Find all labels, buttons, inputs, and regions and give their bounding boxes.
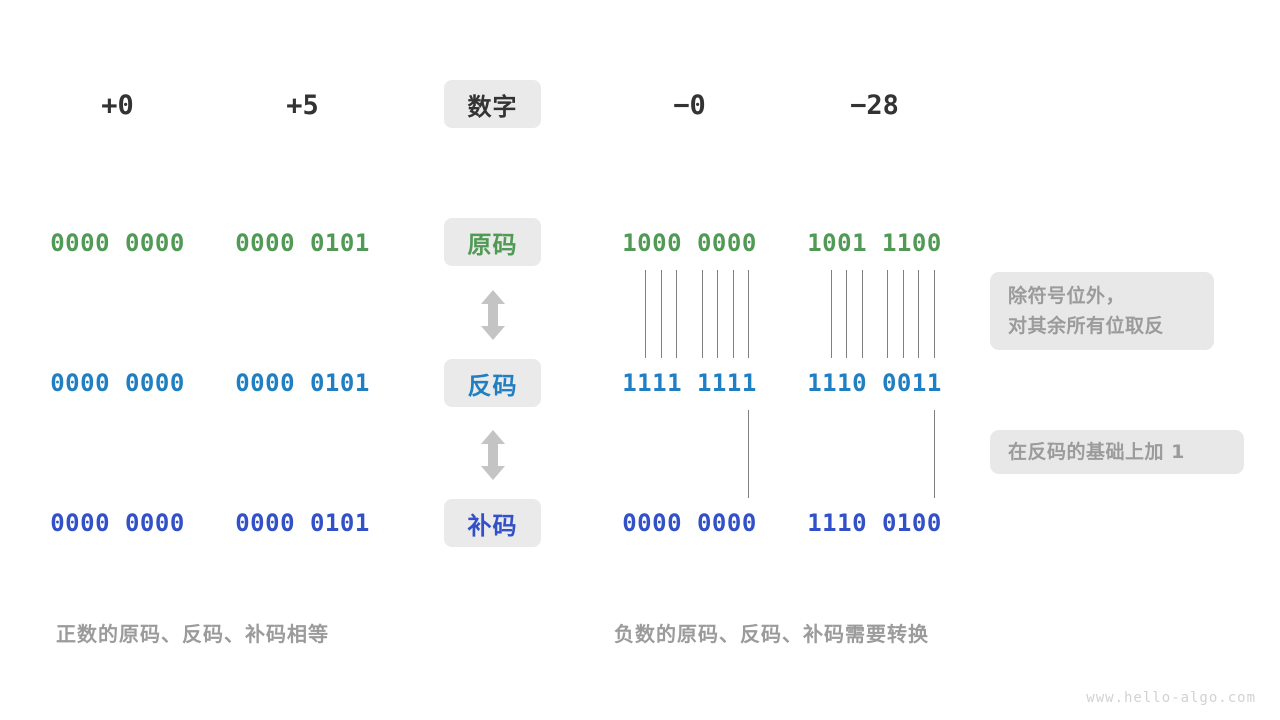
bit-connector-line: [645, 270, 646, 358]
bit-connector-line: [862, 270, 863, 358]
bit-connector-line: [733, 270, 734, 358]
double-arrow-vertical-icon-upper: [476, 289, 510, 345]
row-label-twos-complement-badge: 补码: [444, 499, 541, 547]
caption-negative-numbers: 负数的原码、反码、补码需要转换: [614, 622, 929, 646]
bit-connector-line: [831, 270, 832, 358]
ones-complement-value-minus-twentyeight: 1110 0011: [807, 369, 942, 397]
callout-invert-bits-line-1: 除符号位外，: [1008, 285, 1126, 307]
caption-positive-numbers: 正数的原码、反码、补码相等: [56, 622, 329, 646]
header-column-plus-five: +5: [286, 89, 319, 121]
header-column-plus-zero: +0: [101, 89, 134, 121]
row-label-ones-complement-text: 反码: [467, 371, 518, 400]
twos-complement-value-plus-zero: 0000 0000: [50, 509, 185, 537]
watermark: www.hello-algo.com: [1086, 690, 1256, 706]
bit-connector-line: [887, 270, 888, 358]
bit-connector-line: [702, 270, 703, 358]
callout-invert-bits: 除符号位外， 对其余所有位取反: [990, 272, 1214, 350]
header-column-minus-twentyeight: −28: [850, 89, 899, 121]
bit-connector-line: [903, 270, 904, 358]
row-label-sign-magnitude-text: 原码: [467, 230, 518, 259]
row-label-ones-complement-badge: 反码: [444, 359, 541, 407]
double-arrow-vertical-icon-lower: [476, 429, 510, 485]
callout-add-one-line-1: 在反码的基础上加 1: [1008, 441, 1185, 463]
sign-magnitude-value-plus-zero: 0000 0000: [50, 229, 185, 257]
carry-connector-line: [748, 410, 749, 498]
ones-complement-value-plus-five: 0000 0101: [235, 369, 370, 397]
sign-magnitude-value-plus-five: 0000 0101: [235, 229, 370, 257]
twos-complement-value-plus-five: 0000 0101: [235, 509, 370, 537]
carry-connector-line: [934, 410, 935, 498]
row-label-number-badge: 数字: [444, 80, 541, 128]
row-label-number-text: 数字: [467, 92, 518, 121]
ones-complement-value-plus-zero: 0000 0000: [50, 369, 185, 397]
twos-complement-value-minus-zero: 0000 0000: [622, 509, 757, 537]
sign-magnitude-value-minus-twentyeight: 1001 1100: [807, 229, 942, 257]
header-column-minus-zero: −0: [673, 89, 706, 121]
ones-complement-value-minus-zero: 1111 1111: [622, 369, 757, 397]
bit-connector-line: [748, 270, 749, 358]
bit-connector-line: [717, 270, 718, 358]
row-label-twos-complement-text: 补码: [467, 511, 518, 540]
bit-connector-line: [934, 270, 935, 358]
twos-complement-value-minus-twentyeight: 1110 0100: [807, 509, 942, 537]
row-label-sign-magnitude-badge: 原码: [444, 218, 541, 266]
bit-connector-line: [846, 270, 847, 358]
callout-add-one: 在反码的基础上加 1: [990, 430, 1244, 474]
bit-connector-line: [676, 270, 677, 358]
bit-connector-line: [918, 270, 919, 358]
bit-connector-line: [661, 270, 662, 358]
callout-invert-bits-line-2: 对其余所有位取反: [1008, 315, 1165, 337]
sign-magnitude-value-minus-zero: 1000 0000: [622, 229, 757, 257]
